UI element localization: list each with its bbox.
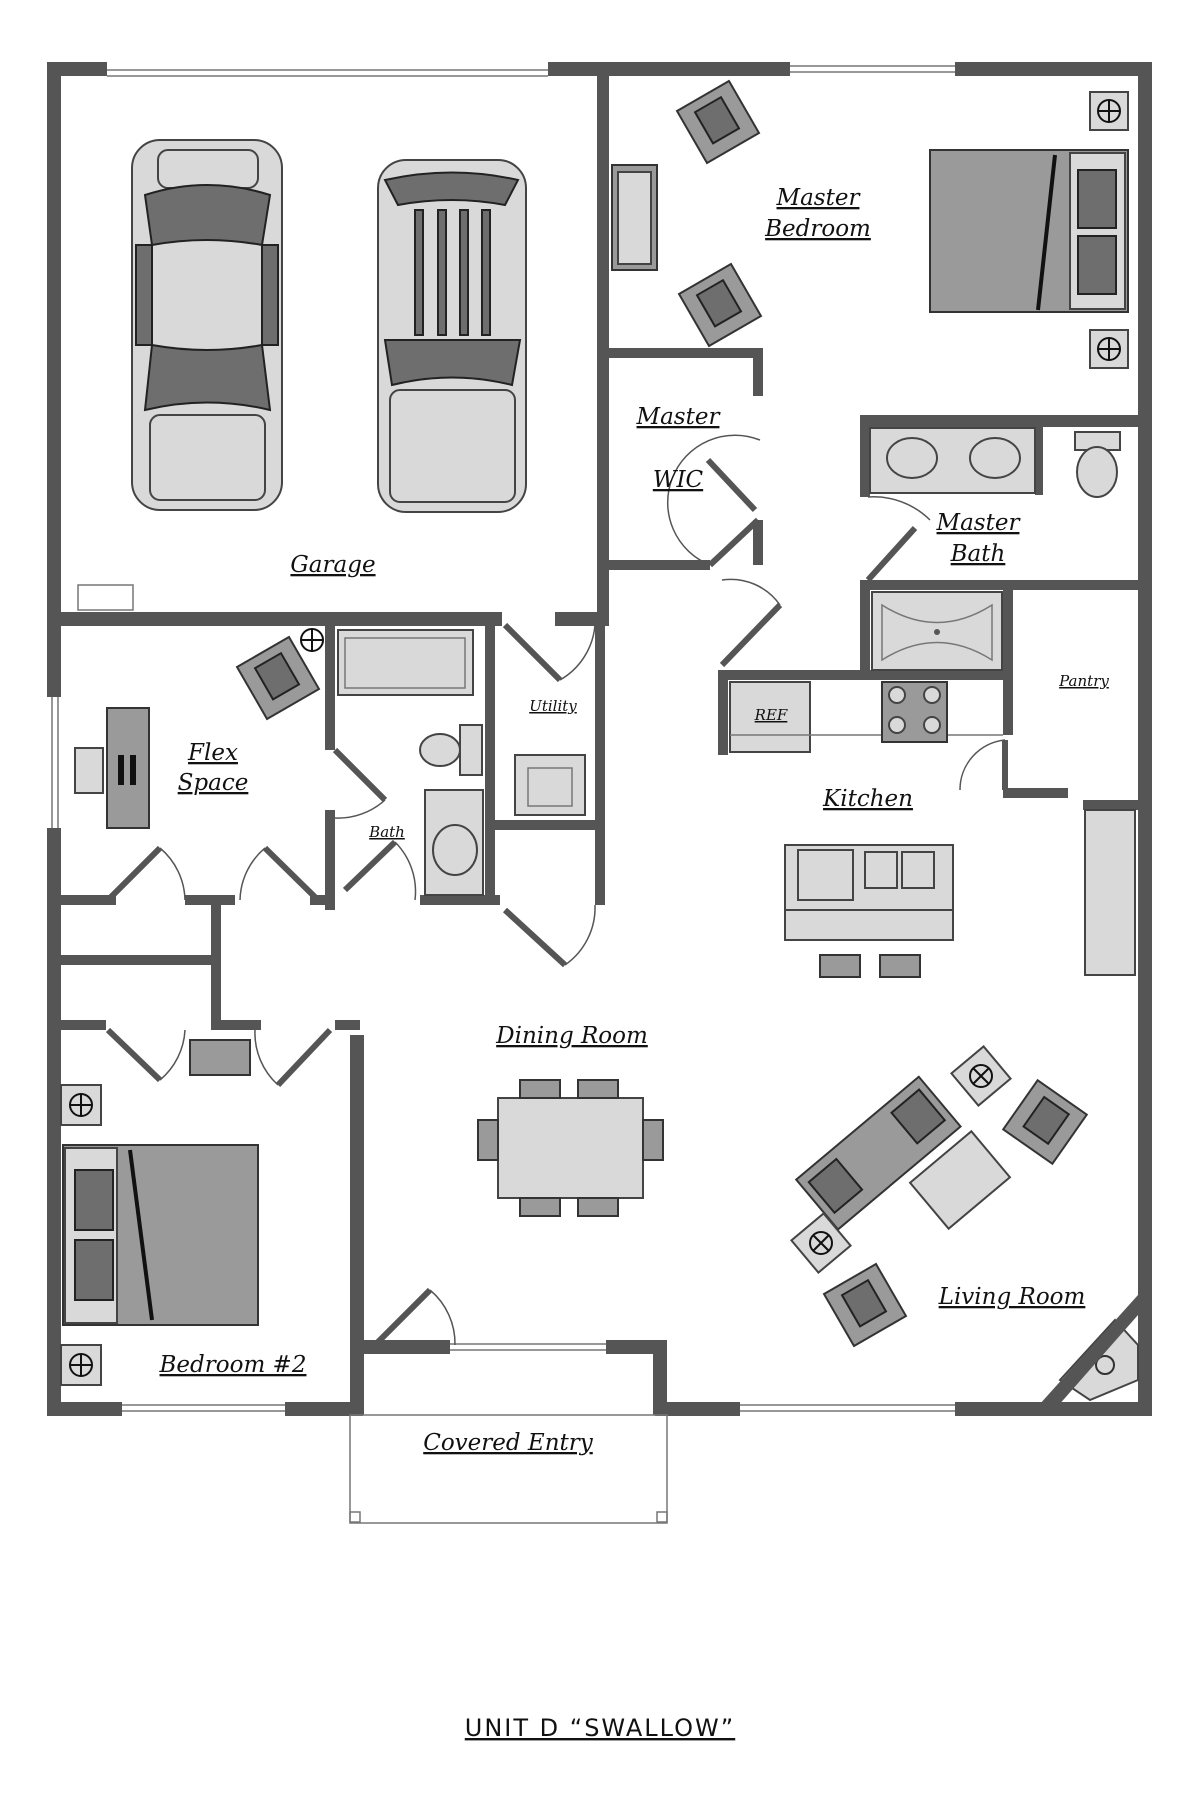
bathtub-icon — [871, 591, 1003, 671]
lamp-icon — [950, 1045, 1012, 1107]
island-icon — [784, 844, 954, 941]
desk-icon — [74, 707, 150, 829]
label-utility: Utility — [529, 697, 577, 715]
doors — [105, 434, 1008, 1348]
label-master-bedroom-2: Bedroom — [764, 216, 871, 242]
bedroom-2-furniture — [60, 1039, 259, 1386]
label-dining-room: Dining Room — [495, 1023, 648, 1049]
flex-space-furniture — [74, 628, 324, 829]
garage-cars — [77, 139, 527, 611]
room-labels: Garage Master Bedroom Master WIC Master … — [159, 185, 1110, 1742]
dining-table-icon — [477, 1079, 664, 1217]
lamp-icon — [790, 1212, 852, 1274]
windows — [51, 65, 955, 1412]
label-bath: Bath — [368, 823, 405, 841]
lamp-icon — [60, 1084, 102, 1126]
label-master-wic-2: WIC — [653, 467, 704, 493]
washer-icon — [514, 754, 586, 816]
master-bath-fixtures — [869, 427, 1121, 671]
label-master-bedroom-1: Master — [776, 185, 862, 211]
car-icon — [377, 159, 527, 513]
toilet-icon — [1074, 431, 1121, 498]
label-master-bath-1: Master — [936, 510, 1022, 536]
utility-bath-fixtures — [337, 629, 586, 896]
bed-icon — [62, 1144, 259, 1326]
bathtub-icon — [337, 629, 474, 696]
unit-title: UNIT D “SWALLOW” — [465, 1714, 735, 1742]
label-bedroom-2: Bedroom #2 — [159, 1352, 307, 1378]
label-living-room: Living Room — [938, 1284, 1086, 1310]
stove-icon — [881, 681, 948, 743]
lamp-icon — [300, 628, 324, 652]
label-ref: REF — [754, 706, 788, 724]
bed-icon — [929, 149, 1129, 313]
label-kitchen: Kitchen — [822, 786, 913, 812]
lamp-icon — [1089, 91, 1129, 131]
car-icon — [131, 139, 283, 511]
sofa-icon — [794, 1075, 962, 1231]
lamp-icon — [1089, 329, 1129, 369]
living-room-furniture — [790, 1045, 1139, 1415]
kitchen-fixtures — [729, 681, 1136, 978]
label-master-wic-1: Master — [636, 404, 722, 430]
label-master-bath-2: Bath — [950, 541, 1006, 567]
label-pantry: Pantry — [1058, 672, 1109, 690]
label-garage: Garage — [290, 552, 375, 578]
label-flex-space-2: Space — [178, 770, 249, 796]
label-flex-space-1: Flex — [187, 740, 238, 766]
covered-entry — [349, 1414, 668, 1524]
lamp-icon — [60, 1344, 102, 1386]
label-covered-entry: Covered Entry — [423, 1430, 594, 1456]
master-bedroom-furniture — [611, 79, 1129, 369]
walls — [47, 62, 1152, 1416]
